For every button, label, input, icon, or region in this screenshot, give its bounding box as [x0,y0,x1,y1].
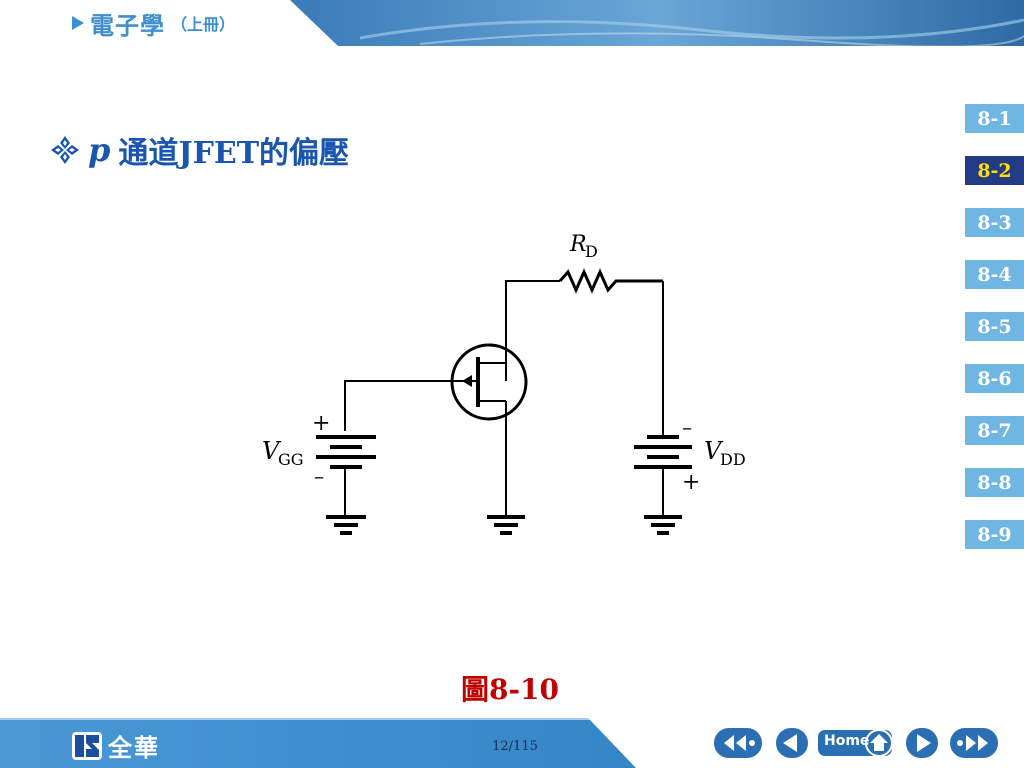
vdd-label-main: V [704,437,724,465]
rd-label-sub: D [585,242,598,261]
ground-symbol-source [487,515,525,535]
vdd-minus-sign: – [682,415,692,439]
home-button[interactable]: Home [816,725,894,761]
jfet-bias-circuit: R D V GG V DD + – – + [262,232,746,535]
next-page-icon[interactable] [904,725,940,761]
nav-section-8-7[interactable]: 8-7 [965,416,1024,445]
ground-symbol-vdd [644,515,682,535]
header-banner-graphic [290,0,1024,46]
vgg-label-sub: GG [278,450,304,469]
nav-section-8-8[interactable]: 8-8 [965,468,1024,497]
vdd-label-sub: DD [720,450,746,469]
header-bar: 電子學 （上冊） [0,0,1024,46]
nav-section-8-4[interactable]: 8-4 [965,260,1024,289]
nav-section-8-1[interactable]: 8-1 [965,104,1024,133]
play-triangle-icon [72,16,84,30]
nav-section-8-5[interactable]: 8-5 [965,312,1024,341]
footer-banner-graphic [0,718,636,768]
nav-section-8-9[interactable]: 8-9 [965,520,1024,549]
gate-wire [344,380,456,431]
last-page-icon[interactable] [948,725,1000,761]
vgg-plus-sign: + [312,411,330,436]
four-diamonds-bullet-icon [51,136,79,164]
first-page-icon[interactable] [712,725,764,761]
home-icon [816,728,894,758]
page-counter: 12/115 [492,739,538,754]
nav-section-8-3[interactable]: 8-3 [965,208,1024,237]
gate-arrow-icon [462,375,472,387]
slide-heading: p 通道JFET的偏壓 [50,128,349,172]
vdd-battery-symbol [634,435,692,469]
home-label: Home [824,733,870,749]
p-channel-jfet-symbol [450,343,528,421]
nav-section-8-6[interactable]: 8-6 [965,364,1024,393]
book-title-sub: （上冊） [171,15,236,34]
nav-section-8-2[interactable]: 8-2 [965,156,1024,185]
publisher-logo: 全華 [72,728,160,763]
drain-wire [505,280,560,381]
previous-page-icon[interactable] [774,725,810,761]
footer-bar: 全華 12/115 Home [0,718,1024,768]
rd-resistor [558,268,663,294]
heading-text: 通道JFET的偏壓 [118,136,350,171]
rd-label-main: R [569,232,587,257]
vgg-battery-symbol [316,435,376,469]
book-title-main: 電子學 [90,11,165,40]
ground-symbol-vgg [326,515,366,535]
heading-variable: p [88,131,111,169]
vgg-label-main: V [262,437,282,465]
publisher-name: 全華 [108,734,160,762]
figure-caption: 圖8-10 [460,673,560,706]
vdd-plus-sign: + [682,470,700,495]
book-title: 電子學 （上冊） [72,8,236,40]
vgg-minus-sign: – [314,464,324,488]
publisher-logo-mark-icon [72,731,102,760]
